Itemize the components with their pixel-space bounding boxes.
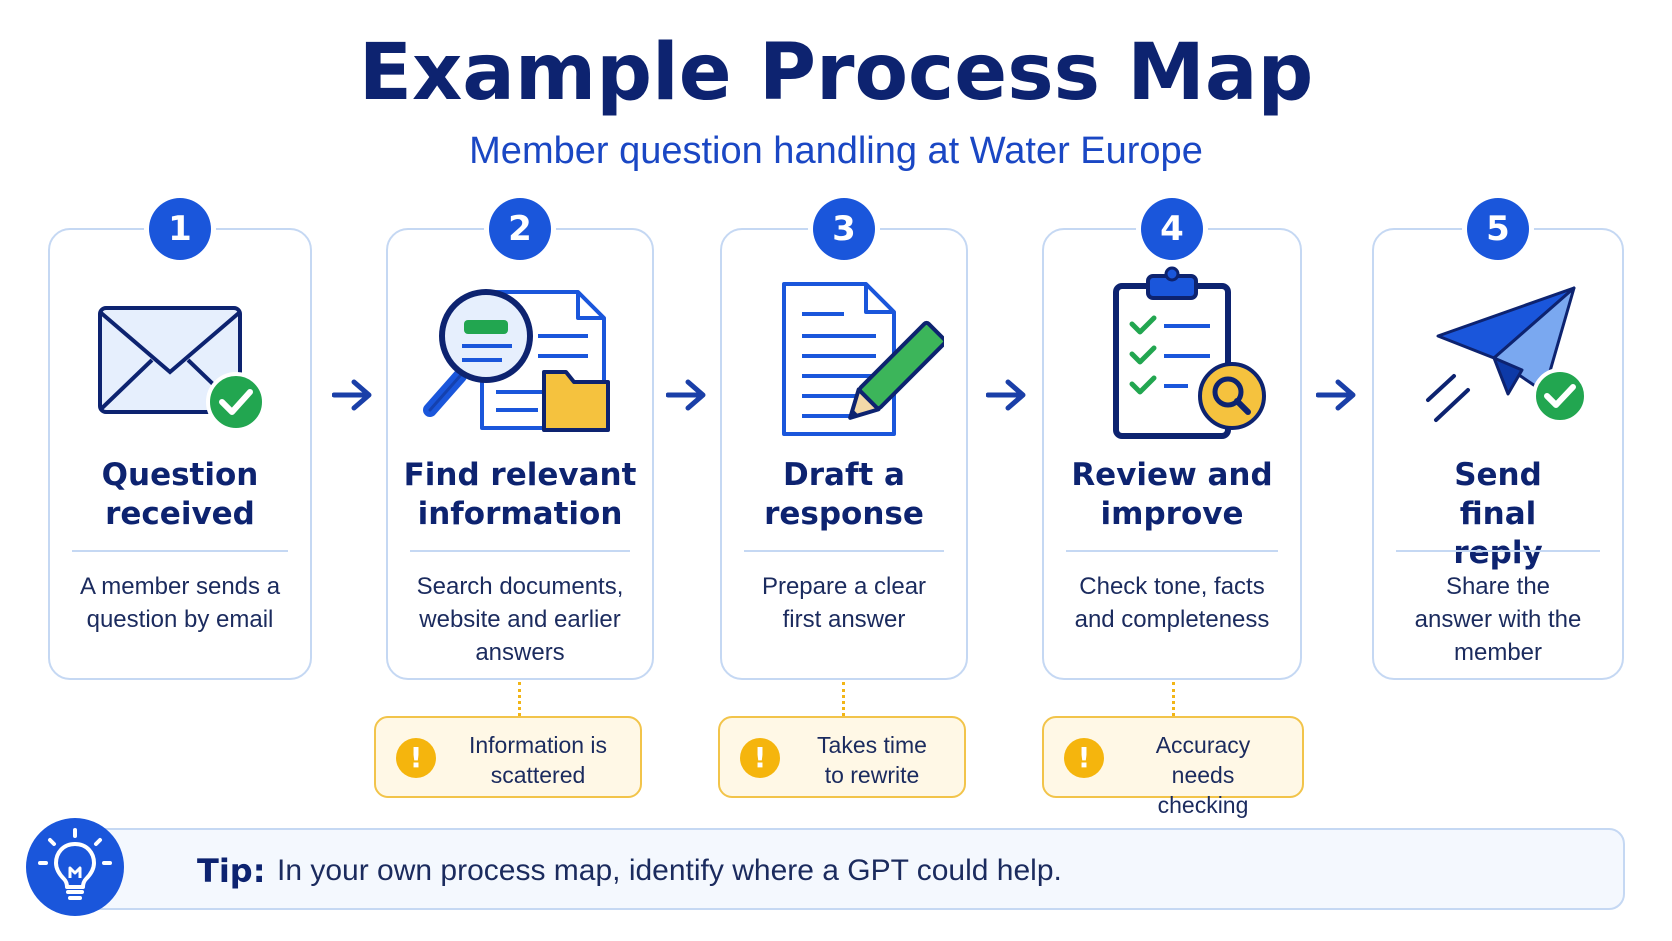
magnifier-document-folder-icon (423, 289, 610, 432)
pain-point-text: Information is scattered (468, 732, 608, 788)
step-divider (744, 550, 944, 552)
tip-banner: Tip: In your own process map, identify w… (45, 828, 1625, 910)
lightbulb-icon (26, 818, 124, 916)
step-description: Check tone, facts and completeness (1074, 573, 1270, 633)
pain-point-text: Takes time to rewrite (817, 732, 927, 788)
clipboard-checklist-icon (1113, 266, 1266, 439)
step-description: Share the answer with the member (1414, 573, 1582, 666)
page-subtitle: Member question handling at Water Europe (469, 130, 1203, 172)
envelope-check-icon (98, 306, 266, 432)
step-divider (1066, 550, 1278, 552)
step-card (48, 228, 312, 680)
pain-point-connector (1172, 682, 1175, 716)
step-description: A member sends a question by email (79, 573, 281, 633)
step-number-badge: 3 (813, 198, 875, 260)
step-description: Prepare a clear first answer (761, 573, 927, 633)
step-number-badge: 1 (149, 198, 211, 260)
step-description: Search documents, website and earlier an… (416, 573, 624, 666)
pain-point-2: ! Takes time to rewrite (718, 716, 966, 798)
step-number-badge: 4 (1141, 198, 1203, 260)
tip-text: In your own process map, identify where … (277, 854, 1062, 887)
step-5: 5 Send final reply Share the answer with… (1372, 198, 1624, 680)
pain-point-3: ! Accuracy needs checking (1042, 716, 1304, 818)
pain-point-1: ! Information is scattered (374, 716, 642, 798)
arrow-right-icon (1316, 379, 1356, 411)
step-number-badge: 5 (1467, 198, 1529, 260)
step-divider (1396, 550, 1600, 552)
step-title: Find relevant information (403, 457, 637, 532)
step-3: 3 Draft a response Prepare a clear first… (720, 198, 968, 680)
step-2: 2 Find relevant information Search docum… (386, 198, 654, 680)
step-card (1372, 228, 1624, 680)
step-title: Send final reply (1453, 457, 1543, 571)
page-title: Example Process Map (358, 28, 1314, 118)
step-number-badge: 2 (489, 198, 551, 260)
step-divider (410, 550, 630, 552)
tip-label: Tip: (197, 852, 266, 890)
step-divider (72, 550, 288, 552)
paper-plane-check-icon (1426, 286, 1588, 424)
warning-icon: ! (740, 738, 780, 778)
arrow-right-icon (666, 379, 706, 411)
step-title: Question received (101, 457, 259, 532)
warning-icon: ! (396, 738, 436, 778)
document-pencil-icon (782, 282, 944, 436)
warning-icon: ! (1064, 738, 1104, 778)
arrow-right-icon (986, 379, 1026, 411)
step-title: Draft a response (764, 457, 924, 532)
pain-point-text: Accuracy needs checking (1155, 732, 1251, 818)
pain-point-connector (518, 682, 521, 716)
step-4: 4 Review and improve Check tone, facts a… (1042, 198, 1302, 680)
arrow-right-icon (332, 379, 372, 411)
step-title: Review and improve (1071, 457, 1273, 532)
pain-point-connector (842, 682, 845, 716)
step-1: 1 Question received A member sends a que… (48, 198, 312, 680)
